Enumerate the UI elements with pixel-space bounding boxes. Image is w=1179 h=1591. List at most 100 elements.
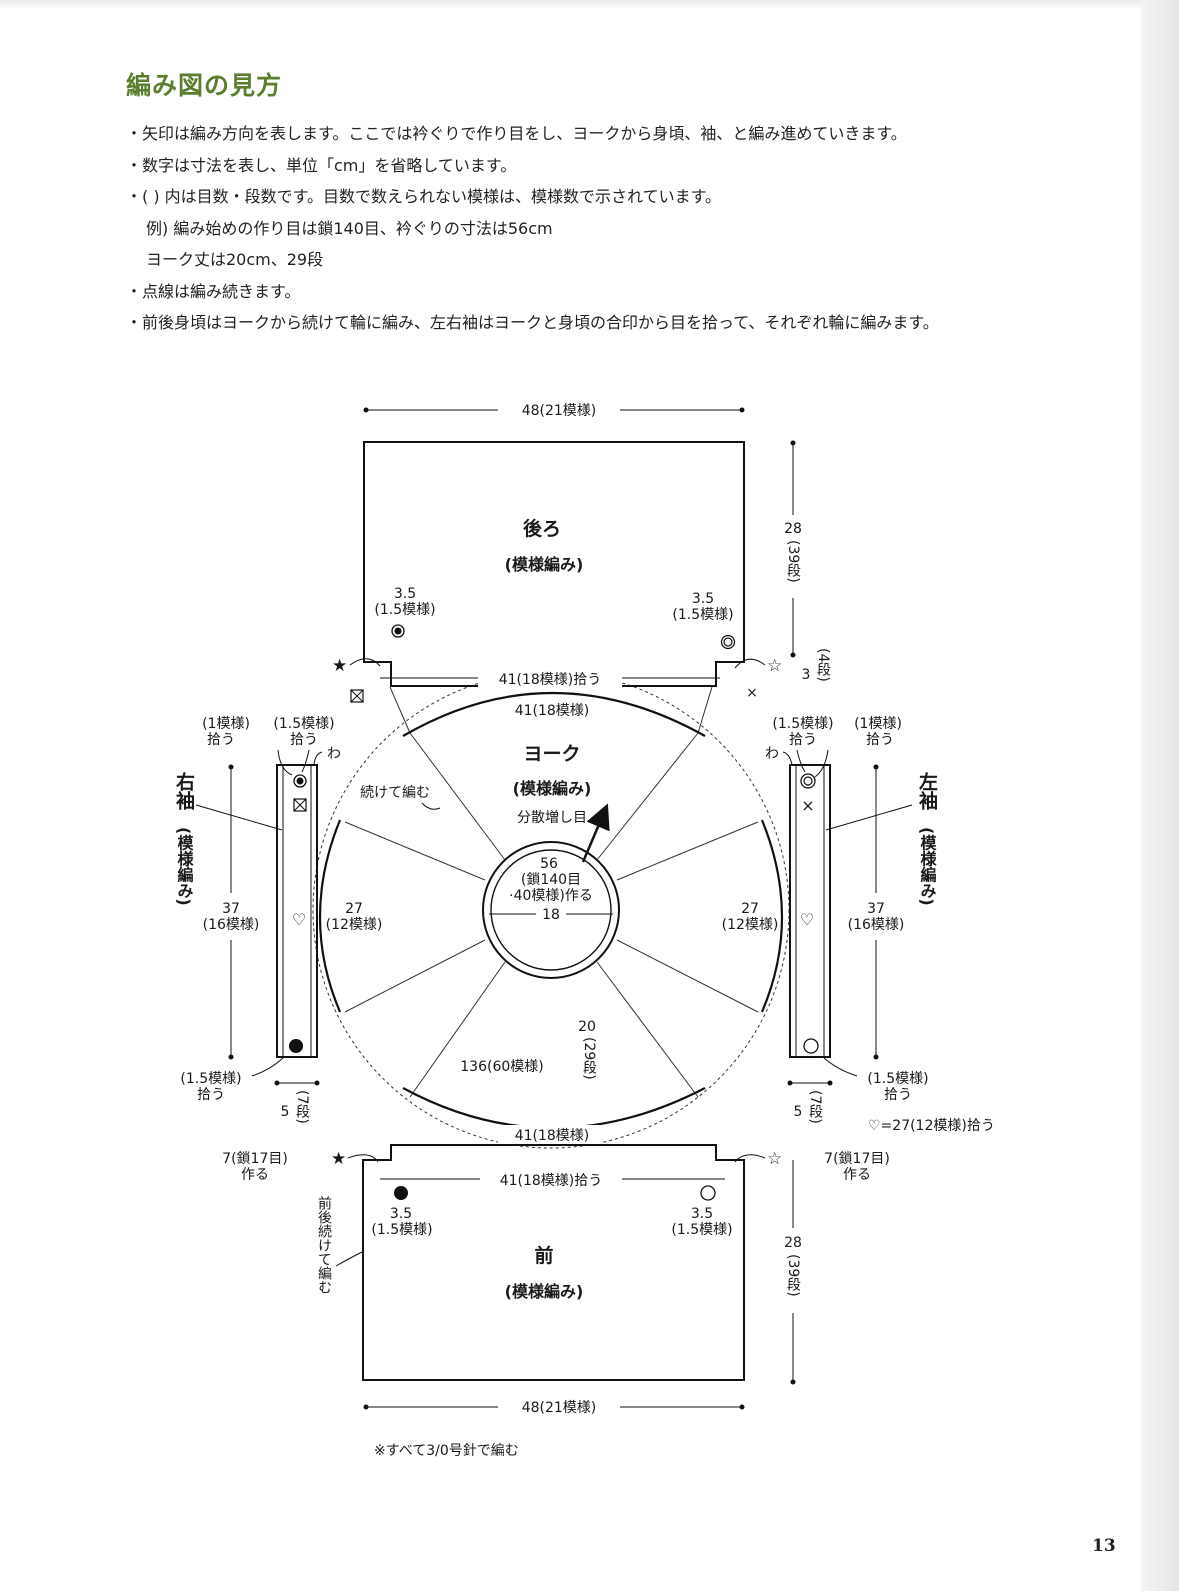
back-width: 48(21模様) xyxy=(522,403,597,419)
x-box-icon xyxy=(350,689,364,703)
right-sleeve-width: 27 xyxy=(345,901,363,917)
neck-chain: (鎖140目 xyxy=(521,872,581,888)
right-sleeve-width-repeat: (12模様) xyxy=(326,917,383,933)
back-left-corner-size: 3.5 xyxy=(394,586,416,602)
left-pick-15: (1.5模様) xyxy=(772,716,833,732)
knitting-direction-arrow xyxy=(581,803,610,863)
continue-text: 続けて編む xyxy=(360,784,430,801)
left-bottom-pick: (1.5模様) xyxy=(867,1071,928,1087)
right-sleeve-title: 右袖 xyxy=(173,771,196,811)
back-side-3: 3 xyxy=(802,667,811,683)
right-pick-1-word: 拾う xyxy=(207,732,235,748)
left-sleeve-repeat: (16模様) xyxy=(848,917,905,933)
right-bottom-pick: (1.5模様) xyxy=(180,1071,241,1087)
yoke-bottom-arc: 41(18模様) xyxy=(515,1128,590,1144)
right-sleeve-repeat: (16模様) xyxy=(203,917,260,933)
note-example: 例) 編み始めの作り目は鎖140目、衿ぐりの寸法は56cm xyxy=(146,218,553,238)
back-right-corner-repeat: (1.5模様) xyxy=(672,607,733,623)
front-pickup: 41(18模様)拾う xyxy=(500,1173,603,1189)
left-sleeve-title: 左袖 xyxy=(916,771,938,811)
left-sleeve-5: 5 xyxy=(794,1104,803,1120)
note-line: ・前後身頃はヨークから続けて輪に編み、左右袖はヨークと身頃の合印から目を拾って、… xyxy=(126,313,939,332)
note-line: ・点線は編み続きます。 xyxy=(126,281,301,301)
neck-radius: 18 xyxy=(542,907,560,923)
front-panel xyxy=(362,1144,745,1381)
yoke-depth: 20 xyxy=(578,1019,596,1035)
continue-label: 続けて編む xyxy=(360,784,430,801)
yoke-title: ヨーク xyxy=(523,743,580,765)
left-sleeve-pattern: (模様編み) xyxy=(918,827,937,906)
right-sleeve-7rows: (7段) xyxy=(294,1090,310,1124)
front-left-corner-size: 3.5 xyxy=(390,1206,412,1222)
star-outline-icon: ☆ xyxy=(767,656,782,676)
note-example: ヨーク丈は20cm、29段 xyxy=(146,250,324,269)
yoke-increase: 分散増し目 xyxy=(517,810,587,826)
neck-size: 56 xyxy=(540,856,558,872)
front-width: 48(21模様) xyxy=(522,1400,597,1416)
left-pick-1: (1模様) xyxy=(854,716,902,732)
left-ring-mark: わ xyxy=(765,746,779,762)
heart-icon: ♡ xyxy=(292,910,306,929)
right-pick-15-word: 拾う xyxy=(290,732,318,748)
back-length: 28 xyxy=(784,521,802,537)
left-sleeve-panel xyxy=(789,764,831,1058)
front-right-corner-size: 3.5 xyxy=(691,1206,713,1222)
left-sleeve-width: 27 xyxy=(741,901,759,917)
front-rows: (39段) xyxy=(785,1254,801,1297)
left-sleeve-7rows: (7段) xyxy=(807,1090,823,1124)
star-filled-icon: ★ xyxy=(331,1149,346,1169)
heart-icon: ♡ xyxy=(800,910,814,929)
page-number: 13 xyxy=(1092,1536,1116,1556)
right-pick-15: (1.5模様) xyxy=(273,716,334,732)
back-right-corner-size: 3.5 xyxy=(692,591,714,607)
front-back-continue: 前後続けて編む xyxy=(316,1195,332,1294)
page-edge xyxy=(1141,0,1179,1591)
page-title: 編み図の見方 xyxy=(126,71,283,100)
front-left-make: 作る xyxy=(241,1167,269,1183)
note-line: ・数字は寸法を表し、単位「cm」を省略しています。 xyxy=(126,155,517,175)
neck-make: ·40模様)作る xyxy=(509,888,593,904)
yoke-circumference: 136(60模様) xyxy=(460,1059,543,1075)
right-sleeve-pattern: (模様編み) xyxy=(175,827,194,906)
front-left-corner-repeat: (1.5模様) xyxy=(371,1222,432,1238)
instruction-notes: ・矢印は編み方向を表します。ここでは衿ぐりで作り目をし、ヨークから身頃、袖、と編… xyxy=(126,118,1136,339)
right-pick-1: (1模様) xyxy=(202,716,250,732)
left-pick-15-word: 拾う xyxy=(789,732,817,748)
yoke-spokes xyxy=(344,686,759,1098)
note-line: ・( ) 内は目数・段数です。目数で数えられない模様は、模様数で示されています。 xyxy=(126,187,721,206)
left-bottom-pick-word: 拾う xyxy=(884,1087,912,1103)
front-right-make: 作る xyxy=(843,1167,871,1183)
left-sleeve-length: 37 xyxy=(867,901,885,917)
right-ring-mark: わ xyxy=(327,746,341,762)
yoke-pattern: (模様編み) xyxy=(513,779,592,798)
front-title: 前 xyxy=(534,1244,553,1267)
left-pick-1-word: 拾う xyxy=(866,732,894,748)
neckline-inner xyxy=(490,849,612,971)
x-mark-icon: × xyxy=(801,796,814,815)
page-top-shadow xyxy=(0,0,1179,10)
back-panel xyxy=(363,441,745,687)
front-left-chain: 7(鎖17目) xyxy=(222,1151,288,1167)
right-sleeve-panel xyxy=(276,764,318,1058)
front-right-chain: 7(鎖17目) xyxy=(824,1151,890,1167)
front-length: 28 xyxy=(784,1235,802,1251)
heart-legend: ♡=27(12模様)拾う xyxy=(868,1118,995,1134)
left-sleeve-width-repeat: (12模様) xyxy=(722,917,779,933)
right-bottom-pick-word: 拾う xyxy=(197,1087,225,1103)
note-line: ・矢印は編み方向を表します。ここでは衿ぐりで作り目をし、ヨークから身頃、袖、と編… xyxy=(126,124,907,143)
footnote: ※すべて3/0号針で編む xyxy=(374,1443,519,1459)
star-outline-icon: ☆ xyxy=(767,1149,782,1169)
back-pattern: (模様編み) xyxy=(505,555,584,574)
right-sleeve-length: 37 xyxy=(222,901,240,917)
back-pickup: 41(18模様)拾う xyxy=(499,672,602,688)
front-pattern: (模様編み) xyxy=(505,1282,584,1301)
x-mark-icon: × xyxy=(746,685,758,701)
right-sleeve-5: 5 xyxy=(281,1104,290,1120)
front-right-corner-repeat: (1.5模様) xyxy=(671,1222,732,1238)
back-rows: (39段) xyxy=(785,540,801,583)
back-left-corner-repeat: (1.5模様) xyxy=(374,602,435,618)
back-side-rows: (4段) xyxy=(815,648,831,682)
yoke-rows: (29段) xyxy=(581,1037,597,1080)
back-title: 後ろ xyxy=(523,517,561,540)
